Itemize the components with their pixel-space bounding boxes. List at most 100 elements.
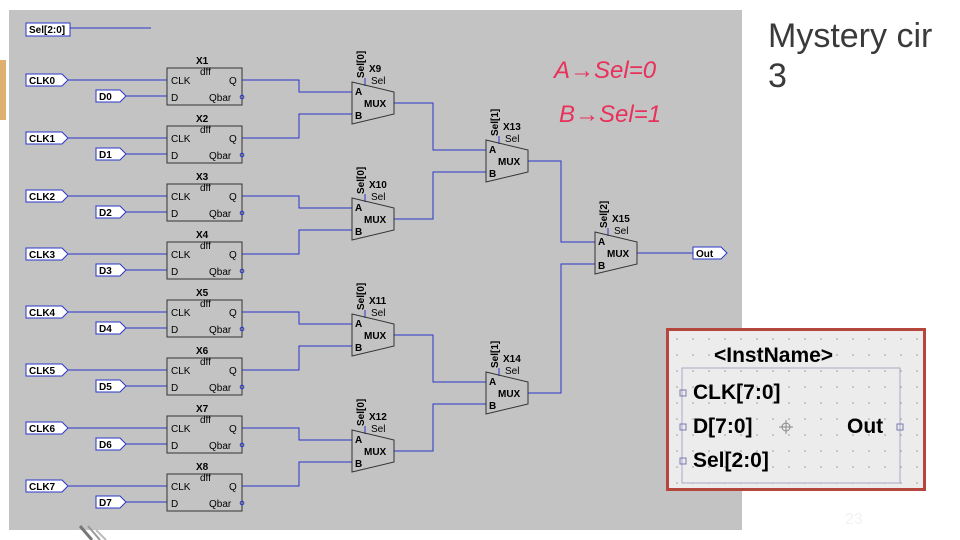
grid-dot (868, 450, 870, 452)
grid-dot (868, 466, 870, 468)
grid-dot (852, 466, 854, 468)
grid-dot (676, 402, 678, 404)
flipflop-body[interactable] (166, 473, 243, 512)
flipflop-inst-name: X1 (196, 56, 209, 67)
grid-dot (692, 354, 694, 356)
mux-a-pin: A (489, 377, 496, 388)
d-input-port[interactable] (95, 437, 127, 451)
mux-body[interactable] (351, 197, 395, 241)
grid-dot (804, 450, 806, 452)
grid-dot (676, 418, 678, 420)
grid-dot (788, 386, 790, 388)
mux-body[interactable] (351, 81, 395, 125)
clk-input-port[interactable] (25, 305, 69, 319)
d-input-port[interactable] (95, 321, 127, 335)
grid-dot (836, 450, 838, 452)
grid-dot (772, 450, 774, 452)
out-output-port[interactable] (692, 246, 728, 260)
flipflop-body[interactable] (166, 183, 243, 222)
flipflop-body[interactable] (166, 125, 243, 164)
flipflop-type: dff (200, 299, 211, 310)
d-input-port[interactable] (95, 379, 127, 393)
handwritten-annotation: A→Sel=0 B→Sel=1 (552, 57, 661, 128)
pin-marker (679, 389, 687, 397)
mux-to-mux (394, 403, 486, 452)
grid-dot (900, 354, 902, 356)
mux-body[interactable] (351, 429, 395, 473)
flipflop-type: dff (200, 241, 211, 252)
grid-dot (916, 450, 918, 452)
flipflop-body[interactable] (166, 241, 243, 280)
mux-a-pin: A (355, 87, 362, 98)
grid-dot (772, 338, 774, 340)
grid-dot (916, 354, 918, 356)
grid-dot (708, 418, 710, 420)
grid-dot (740, 338, 742, 340)
clk-input-port[interactable] (25, 73, 69, 87)
clk-input-label: CLK7 (29, 482, 56, 493)
grid-dot (724, 418, 726, 420)
qbar-bubble (239, 442, 245, 448)
grid-dot (740, 418, 742, 420)
grid-dot (836, 354, 838, 356)
mux-body[interactable] (594, 231, 638, 275)
grid-dot (820, 434, 822, 436)
grid-dot (820, 354, 822, 356)
flipflop-body[interactable] (166, 67, 243, 106)
grid-dot (756, 354, 758, 356)
mux-body[interactable] (351, 313, 395, 357)
flipflop-body[interactable] (166, 299, 243, 338)
d-input-port[interactable] (95, 205, 127, 219)
d-input-port[interactable] (95, 495, 127, 509)
flipflop-q-pin: Q (229, 366, 237, 377)
clk-input-port[interactable] (25, 421, 69, 435)
d-input-label: D7 (99, 498, 112, 509)
mux-sel-pin: Sel (505, 366, 519, 377)
grid-dot (692, 466, 694, 468)
grid-dot (740, 434, 742, 436)
mux-name: MUX (498, 389, 521, 400)
q-to-mux-b (242, 345, 352, 371)
clk-input-port[interactable] (25, 131, 69, 145)
clk-input-port[interactable] (25, 363, 69, 377)
flipflop-body[interactable] (166, 415, 243, 454)
symbol-pin-out: Out (847, 415, 883, 438)
grid-dot (884, 434, 886, 436)
grid-dot (820, 370, 822, 372)
flipflop-type: dff (200, 357, 211, 368)
grid-dot (820, 338, 822, 340)
mux-name: MUX (498, 157, 521, 168)
grid-dot (820, 386, 822, 388)
mux-body[interactable] (485, 139, 529, 183)
d-input-label: D3 (99, 266, 112, 277)
grid-dot (916, 466, 918, 468)
bus-label: Sel[2:0] (29, 25, 65, 36)
mux-name: MUX (364, 215, 387, 226)
flipflop-q-pin: Q (229, 192, 237, 203)
clk-input-label: CLK4 (29, 308, 56, 319)
clk-input-port[interactable] (25, 479, 69, 493)
grid-dot (804, 434, 806, 436)
clk-input-port[interactable] (25, 189, 69, 203)
pin-marker (679, 457, 687, 465)
qbar-bubble (239, 268, 245, 274)
grid-dot (900, 386, 902, 388)
grid-dot (772, 386, 774, 388)
grid-dot (676, 386, 678, 388)
clk-input-port[interactable] (25, 247, 69, 261)
grid-dot (772, 370, 774, 372)
mux-name: MUX (364, 331, 387, 342)
flipflop-d-pin: D (171, 151, 178, 162)
d-input-port[interactable] (95, 147, 127, 161)
mux-body[interactable] (485, 371, 529, 415)
grid-dot (756, 370, 758, 372)
d-input-port[interactable] (95, 263, 127, 277)
flipflop-qbar-pin: Qbar (209, 209, 232, 220)
pin-marker (896, 423, 904, 431)
d-input-port[interactable] (95, 89, 127, 103)
flipflop-body[interactable] (166, 357, 243, 396)
grid-dot (916, 370, 918, 372)
symbol-pin-sel: Sel[2:0] (693, 449, 769, 472)
mux-sel-pin: Sel (371, 192, 385, 203)
